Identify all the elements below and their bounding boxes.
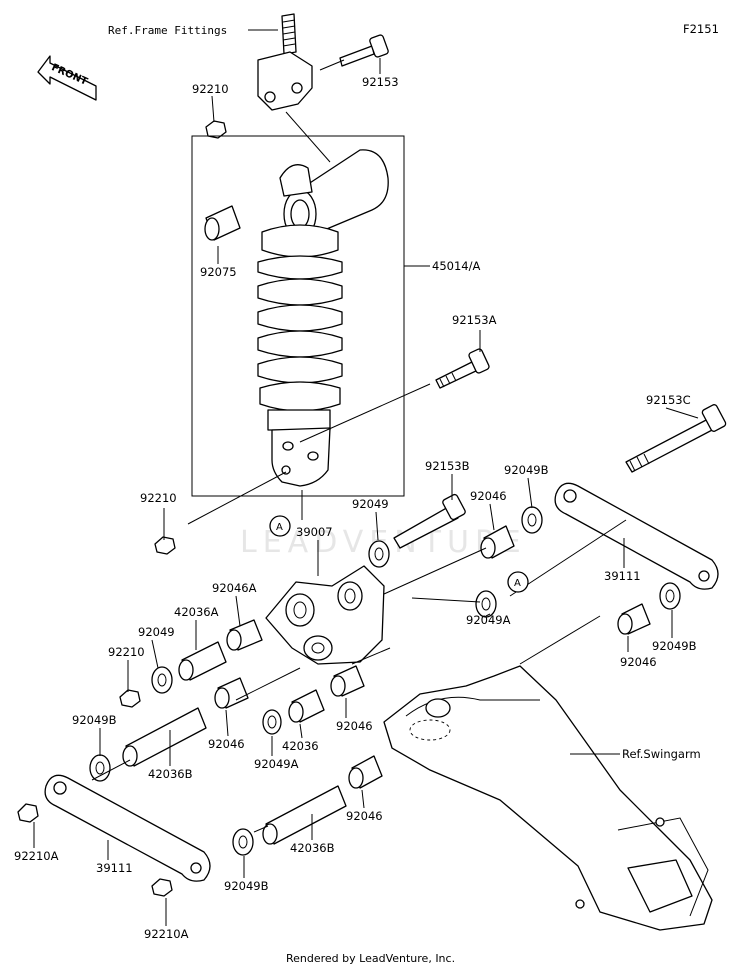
tie-rod-39111-left: [44, 774, 211, 882]
washer-92049a-center: [262, 709, 282, 735]
collar-42036b-left: [122, 707, 207, 767]
rocker-arm-39007: [265, 565, 385, 665]
washer-92049b-left: [89, 754, 111, 782]
label-39007: 39007: [296, 525, 333, 539]
washer-92049-mid: [368, 540, 390, 568]
nut-92210a-bottom: [151, 878, 173, 897]
washer-92049b-right: [659, 582, 681, 610]
callout-circle-a-1: [269, 515, 291, 537]
bolt-92153a: [435, 348, 490, 389]
bearing-92046-center-2: [330, 665, 365, 697]
label-92153a: 92153A: [452, 313, 497, 327]
label-42036b-left: 42036B: [148, 767, 193, 781]
bolt-92153: [339, 34, 389, 67]
callout-circle-a-1-label: A: [276, 522, 283, 533]
front-arrow-icon: FRONT: [37, 55, 97, 101]
label-92075: 92075: [200, 265, 237, 279]
diagram-code: F2151: [683, 22, 719, 36]
label-92210-mid: 92210: [140, 491, 177, 505]
label-92049b-bottom: 92049B: [224, 879, 269, 893]
label-92153b: 92153B: [425, 459, 470, 473]
label-92153c: 92153C: [646, 393, 691, 407]
label-45014-a: 45014/A: [432, 259, 480, 273]
washer-92049-left: [151, 666, 173, 694]
nut-92210-mid: [154, 536, 176, 555]
collar-42036a: [178, 641, 227, 681]
label-92046-mid: 92046: [470, 489, 507, 503]
label-92049a-center: 92049A: [254, 757, 299, 771]
collar-42036b-bottom: [262, 785, 347, 845]
label-39111-left: 39111: [96, 861, 133, 875]
label-39111-right: 39111: [604, 569, 641, 583]
label-42036b-bottom: 42036B: [290, 841, 335, 855]
nut-92210a-left: [17, 803, 39, 823]
callout-labels: Ref.Frame Fittings 92153 92210 92075 450…: [14, 24, 701, 941]
bolt-92153c: [625, 404, 727, 473]
tie-rod-39111-right: [554, 482, 719, 590]
bearing-92046a: [226, 619, 263, 651]
label-92153: 92153: [362, 75, 399, 89]
label-92049a-right: 92049A: [466, 613, 511, 627]
label-92210-left: 92210: [108, 645, 145, 659]
label-92046a: 92046A: [212, 581, 257, 595]
bearing-92046-bottom: [348, 755, 383, 789]
label-92049b-left: 92049B: [72, 713, 117, 727]
label-92049b-top: 92049B: [504, 463, 549, 477]
callout-circle-a-2: [507, 571, 529, 593]
washer-92049b-bottom: [232, 828, 254, 856]
label-ref-frame-fittings: Ref.Frame Fittings: [108, 24, 227, 37]
swingarm: [383, 665, 713, 931]
bolt-92153b: [393, 493, 466, 549]
label-92046-center-2: 92046: [336, 719, 373, 733]
nut-92210-top: [205, 120, 227, 139]
label-42036a: 42036A: [174, 605, 219, 619]
label-92210a-left: 92210A: [14, 849, 59, 863]
washer-92049b-top: [521, 506, 543, 534]
label-92049-mid: 92049: [352, 497, 389, 511]
label-92049-left: 92049: [138, 625, 175, 639]
bearing-92046-center: [214, 677, 249, 709]
label-92210-top: 92210: [192, 82, 229, 96]
label-ref-swingarm: Ref.Swingarm: [622, 747, 701, 761]
collar-92075: [204, 205, 241, 241]
bearing-92046-right: [617, 603, 651, 635]
nut-92210-left: [119, 689, 141, 708]
footer-credit: Rendered by LeadVenture, Inc.: [286, 952, 455, 965]
frame-fitting: [257, 13, 313, 111]
collar-42036: [288, 689, 325, 723]
leader-lines: [33, 29, 699, 926]
label-42036: 42036: [282, 739, 319, 753]
washer-92049a-right: [475, 590, 497, 618]
label-92046-right: 92046: [620, 655, 657, 669]
shock-absorber: [191, 135, 405, 497]
bearing-92046-mid: [480, 525, 515, 559]
callout-circle-a-2-label: A: [514, 578, 521, 589]
label-92049b-right: 92049B: [652, 639, 697, 653]
label-92210a-bottom: 92210A: [144, 927, 189, 941]
label-92046-center: 92046: [208, 737, 245, 751]
label-92046-bottom: 92046: [346, 809, 383, 823]
